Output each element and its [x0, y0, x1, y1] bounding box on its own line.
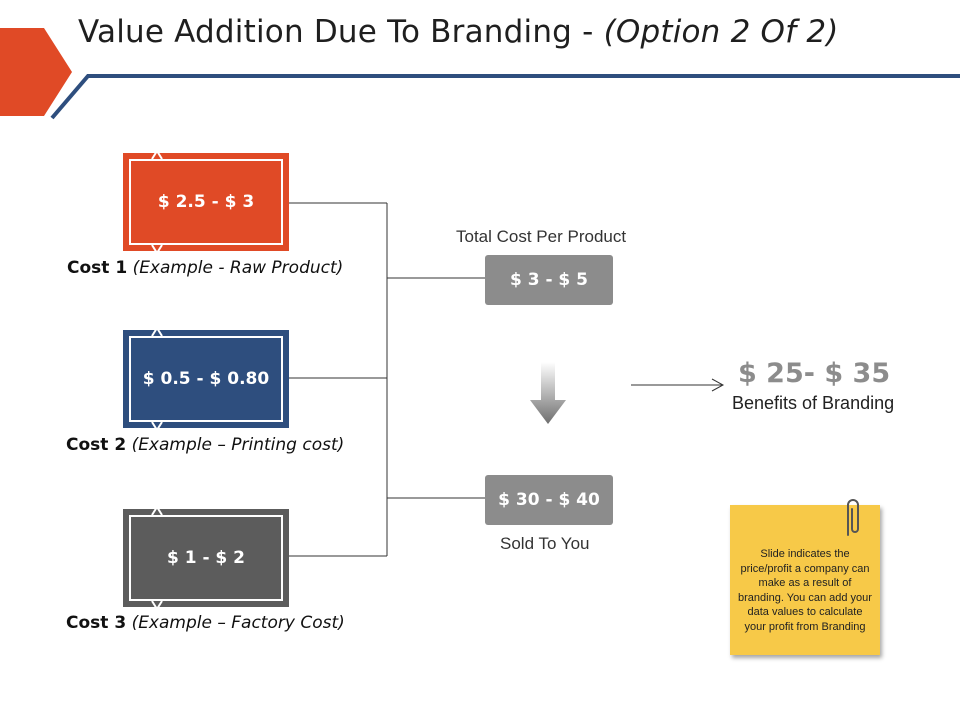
benefit-value: $ 25- $ 35 — [738, 358, 891, 389]
cost-box-2: $ 0.5 - $ 0.80 — [123, 330, 289, 428]
cost-box-2-bg — [123, 330, 289, 428]
total-cost-box: $ 3 - $ 5 — [485, 255, 613, 305]
down-arrow-icon — [530, 362, 566, 424]
chevron-decoration-icon — [151, 506, 163, 516]
cost-box-1-bg — [123, 153, 289, 251]
paperclip-icon — [847, 499, 859, 536]
cost-name-1: Cost 1 — [67, 258, 128, 278]
cost-box-1: $ 2.5 - $ 3 — [123, 153, 289, 251]
cost-desc-2: (Example – Printing cost) — [131, 435, 345, 455]
chevron-decoration-icon — [151, 244, 163, 254]
header-rule-line — [50, 74, 960, 120]
cost-box-3-bg — [123, 509, 289, 607]
title-subtitle: (Option 2 Of 2) — [603, 14, 839, 50]
page-title: Value Addition Due To Branding - (Option… — [78, 14, 839, 50]
sold-caption: Sold To You — [500, 534, 590, 553]
cost-value-3: $ 1 - $ 2 — [129, 515, 283, 601]
sticky-note: Slide indicates the price/profit a compa… — [730, 499, 880, 655]
chevron-decoration-icon — [151, 327, 163, 337]
title-main: Value Addition Due To Branding - — [78, 14, 604, 50]
arrow-head-icon — [711, 378, 725, 392]
cost-label-1: Cost 1 (Example - Raw Product) — [67, 258, 343, 278]
benefit-label: Benefits of Branding — [732, 393, 895, 413]
cost-name-2: Cost 2 — [66, 435, 127, 455]
cost-label-2: Cost 2 (Example – Printing cost) — [66, 435, 344, 455]
cost-box-3: $ 1 - $ 2 — [123, 509, 289, 607]
chevron-decoration-icon — [151, 421, 163, 431]
cost-value-1: $ 2.5 - $ 3 — [129, 159, 283, 245]
sold-price-box: $ 30 - $ 40 — [485, 475, 613, 525]
header-arrow-shape — [0, 28, 72, 116]
cost-desc-1: (Example - Raw Product) — [132, 258, 344, 278]
cost-value-2: $ 0.5 - $ 0.80 — [129, 336, 283, 422]
header-decoration — [0, 28, 960, 120]
sticky-note-text: Slide indicates the price/profit a compa… — [738, 548, 872, 633]
chevron-decoration-icon — [151, 600, 163, 610]
total-cost-caption: Total Cost Per Product — [456, 227, 627, 246]
chevron-decoration-icon — [151, 150, 163, 160]
cost-desc-3: (Example – Factory Cost) — [131, 613, 345, 633]
cost-label-3: Cost 3 (Example – Factory Cost) — [66, 613, 345, 633]
cost-name-3: Cost 3 — [66, 613, 127, 633]
